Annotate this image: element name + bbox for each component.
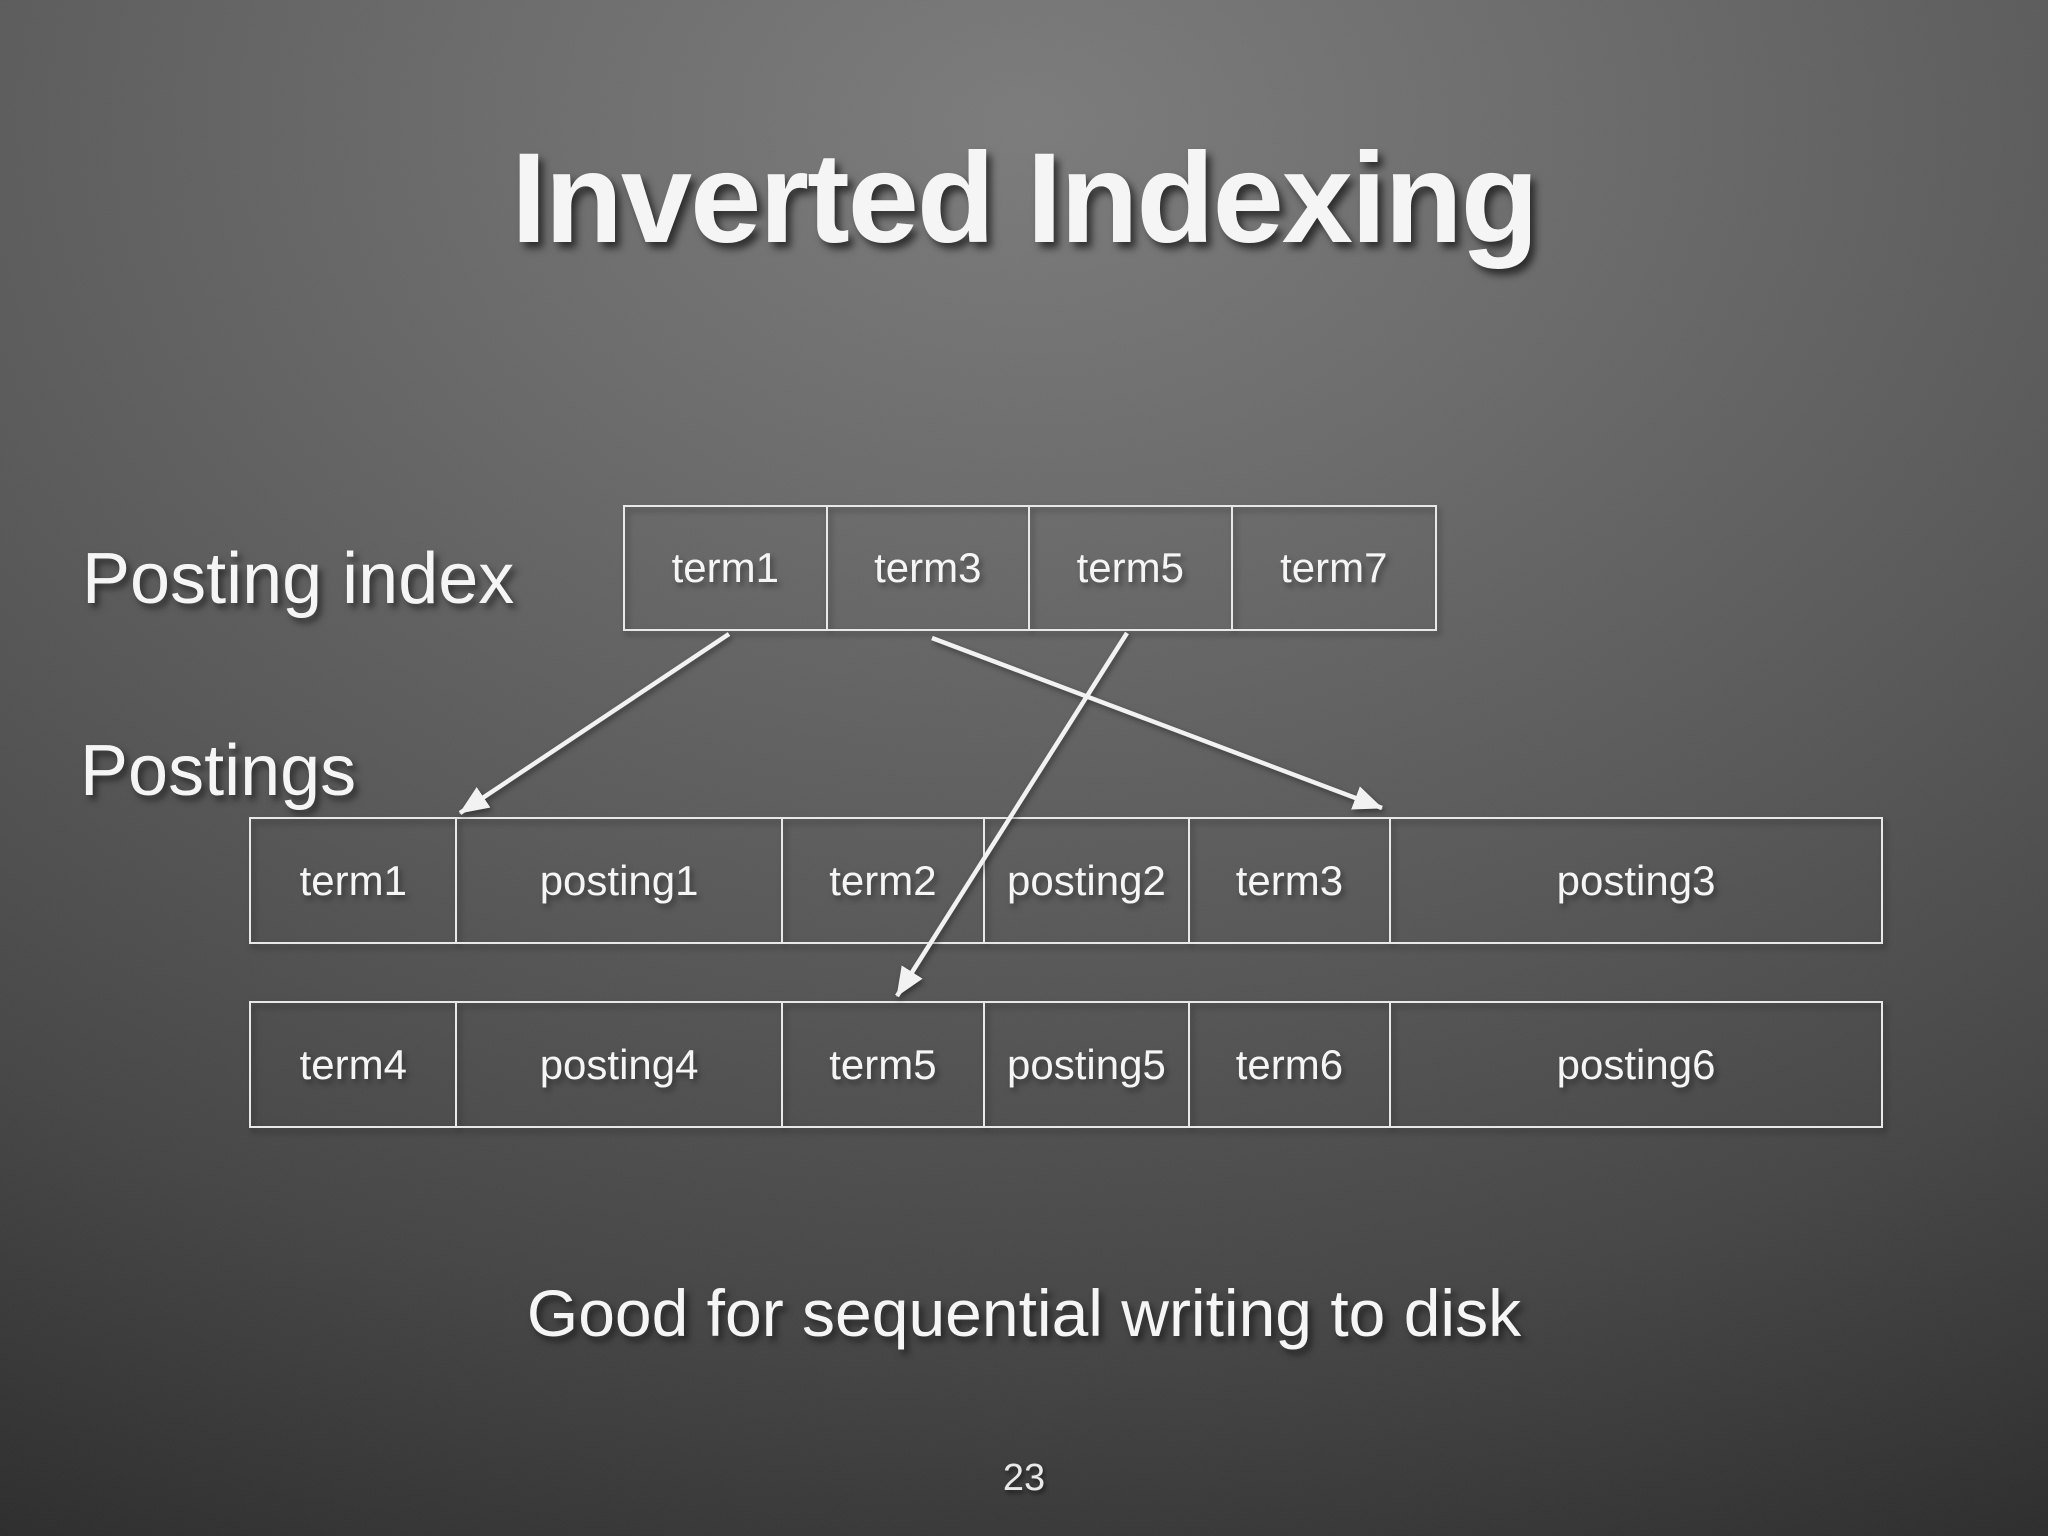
postings-cell: posting5 bbox=[985, 1003, 1190, 1126]
postings-cell: term5 bbox=[783, 1003, 986, 1126]
postings-cell: term2 bbox=[783, 819, 986, 942]
postings-cell: term3 bbox=[1190, 819, 1392, 942]
arrow-index-term3-to-postings-row1-term3 bbox=[931, 635, 1383, 811]
slide-title: Inverted Indexing bbox=[511, 127, 1539, 270]
postings-cell: posting6 bbox=[1556, 1040, 1716, 1088]
postings-cell: posting2 bbox=[985, 819, 1190, 942]
page-number: 23 bbox=[1002, 1457, 1046, 1499]
posting-index-cell: term1 bbox=[625, 507, 828, 629]
postings-cell: term6 bbox=[1190, 1003, 1392, 1126]
postings-cell: posting4 bbox=[457, 1003, 783, 1126]
arrow-index-term1-to-postings-row1-term1 bbox=[458, 632, 731, 815]
posting-index-cell: term3 bbox=[828, 507, 1030, 629]
footer-note: Good for sequential writing to disk bbox=[526, 1276, 1522, 1350]
postings-cell: posting1 bbox=[457, 819, 783, 942]
posting-index-cell: term5 bbox=[1030, 507, 1233, 629]
posting-index-cell: term7 bbox=[1280, 544, 1388, 591]
postings-cell: term4 bbox=[251, 1003, 458, 1126]
posting-index-label: Posting index bbox=[82, 539, 515, 619]
postings-cell: term1 bbox=[251, 819, 458, 942]
postings-cell: posting3 bbox=[1556, 856, 1716, 904]
postings-label: Postings bbox=[80, 731, 357, 811]
